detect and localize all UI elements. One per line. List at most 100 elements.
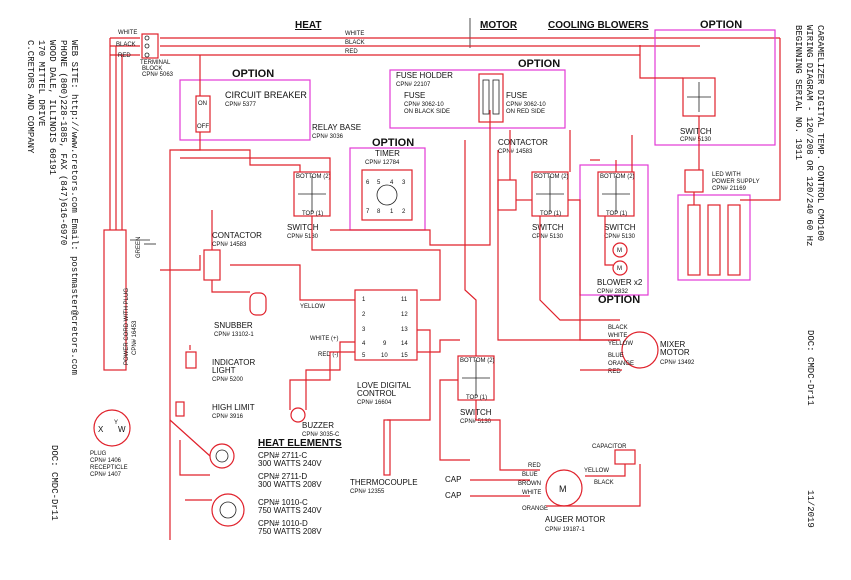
section-cooling: COOLING BLOWERS: [548, 20, 649, 31]
mixer-wire-white: WHITE: [608, 333, 627, 339]
svg-text:7: 7: [366, 209, 370, 215]
fuse-holder: [478, 73, 504, 123]
mixer-wire-blue: BLUE: [608, 353, 624, 359]
company-web: WEB SITE: http://www.cretors.com Email: …: [69, 40, 79, 375]
switch-motor-top: TOP (1): [540, 211, 561, 217]
mixer-motor-label-1: MIXER: [660, 340, 686, 349]
mixer-wire-yellow: YELLOW: [608, 341, 633, 347]
switch-auger-top: TOP (1): [466, 395, 487, 401]
love-control-label-2: CONTROL: [357, 389, 397, 398]
high-limit-label: HIGH LIMIT: [212, 403, 255, 412]
company-address: 170 MITTEL DRIVE: [36, 40, 46, 126]
company-info-block: C.CRETORS AND COMPANY 170 MITTEL DRIVE W…: [25, 40, 79, 375]
company-phone: PHONE (800)228-1885, FAX (847)616-6970: [58, 40, 68, 245]
option-label-breaker: OPTION: [232, 68, 274, 80]
svg-text:4: 4: [390, 180, 394, 186]
svg-text:3: 3: [362, 327, 366, 333]
mixer-wire-black: BLACK: [608, 325, 628, 331]
section-motor: MOTOR: [480, 20, 518, 31]
switch-cooling: [682, 77, 716, 117]
title-line2: WIRING DIAGRAM - 120/208 OR 120/240 60 H…: [804, 25, 814, 246]
switch-blower-bottom: BOTTOM (2): [600, 174, 635, 180]
switch-motor: [531, 171, 569, 217]
snubber-label: SNUBBER: [214, 321, 253, 330]
doc-number-left: DOC: CMDC-Dr11: [49, 445, 59, 521]
switch-auger-bottom: BOTTOM (2): [460, 358, 495, 364]
heat-element-4-rating: 750 WATTS 208V: [258, 527, 322, 536]
buzzer: [290, 407, 306, 423]
timer-socket: 6 5 4 3 7 8 1 2: [361, 169, 413, 221]
svg-text:5: 5: [362, 353, 366, 359]
circuit-breaker: ON OFF: [195, 95, 211, 133]
fuse-right-cpn: CPN# 3062-10: [506, 102, 546, 108]
switch-heat-bottom: BOTTOM (2): [296, 174, 331, 180]
doc-right-wrapper: DOC: CMDC-Dr11: [805, 330, 815, 406]
love-control-label-1: LOVE DIGITAL: [357, 381, 412, 390]
svg-text:1: 1: [362, 297, 366, 303]
power-cord-label: POWER CORD WITH PLUG: [124, 288, 130, 365]
switch-motor-label: SWITCH: [532, 223, 564, 232]
indicator-label-2: LIGHT: [212, 366, 236, 375]
heat-element-large: [211, 493, 245, 527]
switch-heat-cpn: CPN# 5130: [287, 234, 319, 240]
relay-base-label: RELAY BASE: [312, 123, 361, 132]
mixer-motor-label-2: MOTOR: [660, 348, 690, 357]
fuse-holder-label: FUSE HOLDER: [396, 71, 453, 80]
indicator-light: [185, 351, 197, 369]
love-wire-white-pos: WHITE (+): [310, 336, 339, 342]
plug-cpn: CPN# 1406: [90, 458, 122, 464]
led-power-supply: [684, 169, 704, 193]
plug-label: PLUG: [90, 451, 107, 457]
fuse-left-label: FUSE: [404, 91, 425, 100]
heat-element-3-cpn: CPN# 1010-C: [258, 498, 308, 507]
option-label-fuse: OPTION: [518, 58, 560, 70]
heat-element-1-cpn: CPN# 2711-C: [258, 451, 307, 460]
timer-cpn: CPN# 12784: [365, 160, 400, 166]
contactor-heat: [203, 249, 221, 281]
receptacle-cpn: CPN# 1407: [90, 472, 122, 478]
auger-motor: M: [545, 469, 583, 507]
doc-number-right: DOC: CMDC-Dr11: [805, 330, 815, 406]
svg-text:5: 5: [377, 180, 381, 186]
heat-elements-title: HEAT ELEMENTS: [258, 438, 342, 449]
company-name: C.CRETORS AND COMPANY: [25, 40, 35, 154]
fuse-right-note: ON RED SIDE: [506, 109, 545, 115]
love-digital-control: 1 11 2 12 3 13 4 9 14 5 10 15: [354, 289, 418, 361]
svg-text:1: 1: [390, 209, 394, 215]
auger-motor-label: AUGER MOTOR: [545, 515, 606, 524]
blower-cpn: CPN# 2832: [597, 289, 629, 295]
auger-wire-white: WHITE: [522, 490, 541, 496]
contactor-heat-cpn: CPN# 14583: [212, 242, 247, 248]
love-control-cpn: CPN# 16604: [357, 400, 392, 406]
plug-pin-y: Y: [114, 420, 118, 426]
auger-wire-yellow: YELLOW: [584, 468, 609, 474]
contactor-motor: [497, 179, 517, 211]
svg-text:12: 12: [401, 312, 408, 318]
switch-blower-top: TOP (1): [606, 211, 627, 217]
fuse-right-label: FUSE: [506, 91, 527, 100]
heat-element-2-rating: 300 WATTS 208V: [258, 480, 322, 489]
svg-text:6: 6: [366, 180, 370, 186]
section-heat: HEAT: [295, 20, 321, 31]
switch-heat-top: TOP (1): [302, 211, 323, 217]
svg-text:2: 2: [362, 312, 366, 318]
high-limit: [175, 401, 185, 417]
plug-pin-x: X: [98, 425, 104, 434]
svg-text:9: 9: [383, 341, 387, 347]
svg-text:M: M: [617, 266, 622, 272]
circuit-breaker-label: CIRCUIT BREAKER: [225, 90, 307, 100]
svg-text:M: M: [559, 484, 567, 494]
switch-cooling-cpn: CPN# 5130: [680, 137, 712, 143]
switch-motor-cpn: CPN# 5130: [532, 234, 564, 240]
option-box-fuse: [389, 69, 566, 129]
relay-base-cpn: CPN# 3036: [312, 134, 344, 140]
wire-label-white-left: WHITE: [118, 30, 137, 36]
auger-motor-cpn: CPN# 19187-1: [545, 527, 585, 533]
contactor-motor-cpn: CPN# 14583: [498, 149, 533, 155]
svg-text:M: M: [617, 248, 622, 254]
fuse-left-cpn: CPN# 3062-10: [404, 102, 444, 108]
mixer-wire-orange: ORANGE: [608, 361, 634, 367]
title-block: CARAMELIZER DIGITAL TEMP. CONTROL CMD100…: [793, 25, 825, 246]
power-cord: [103, 229, 127, 371]
svg-text:BLOCK: BLOCK: [142, 66, 162, 72]
